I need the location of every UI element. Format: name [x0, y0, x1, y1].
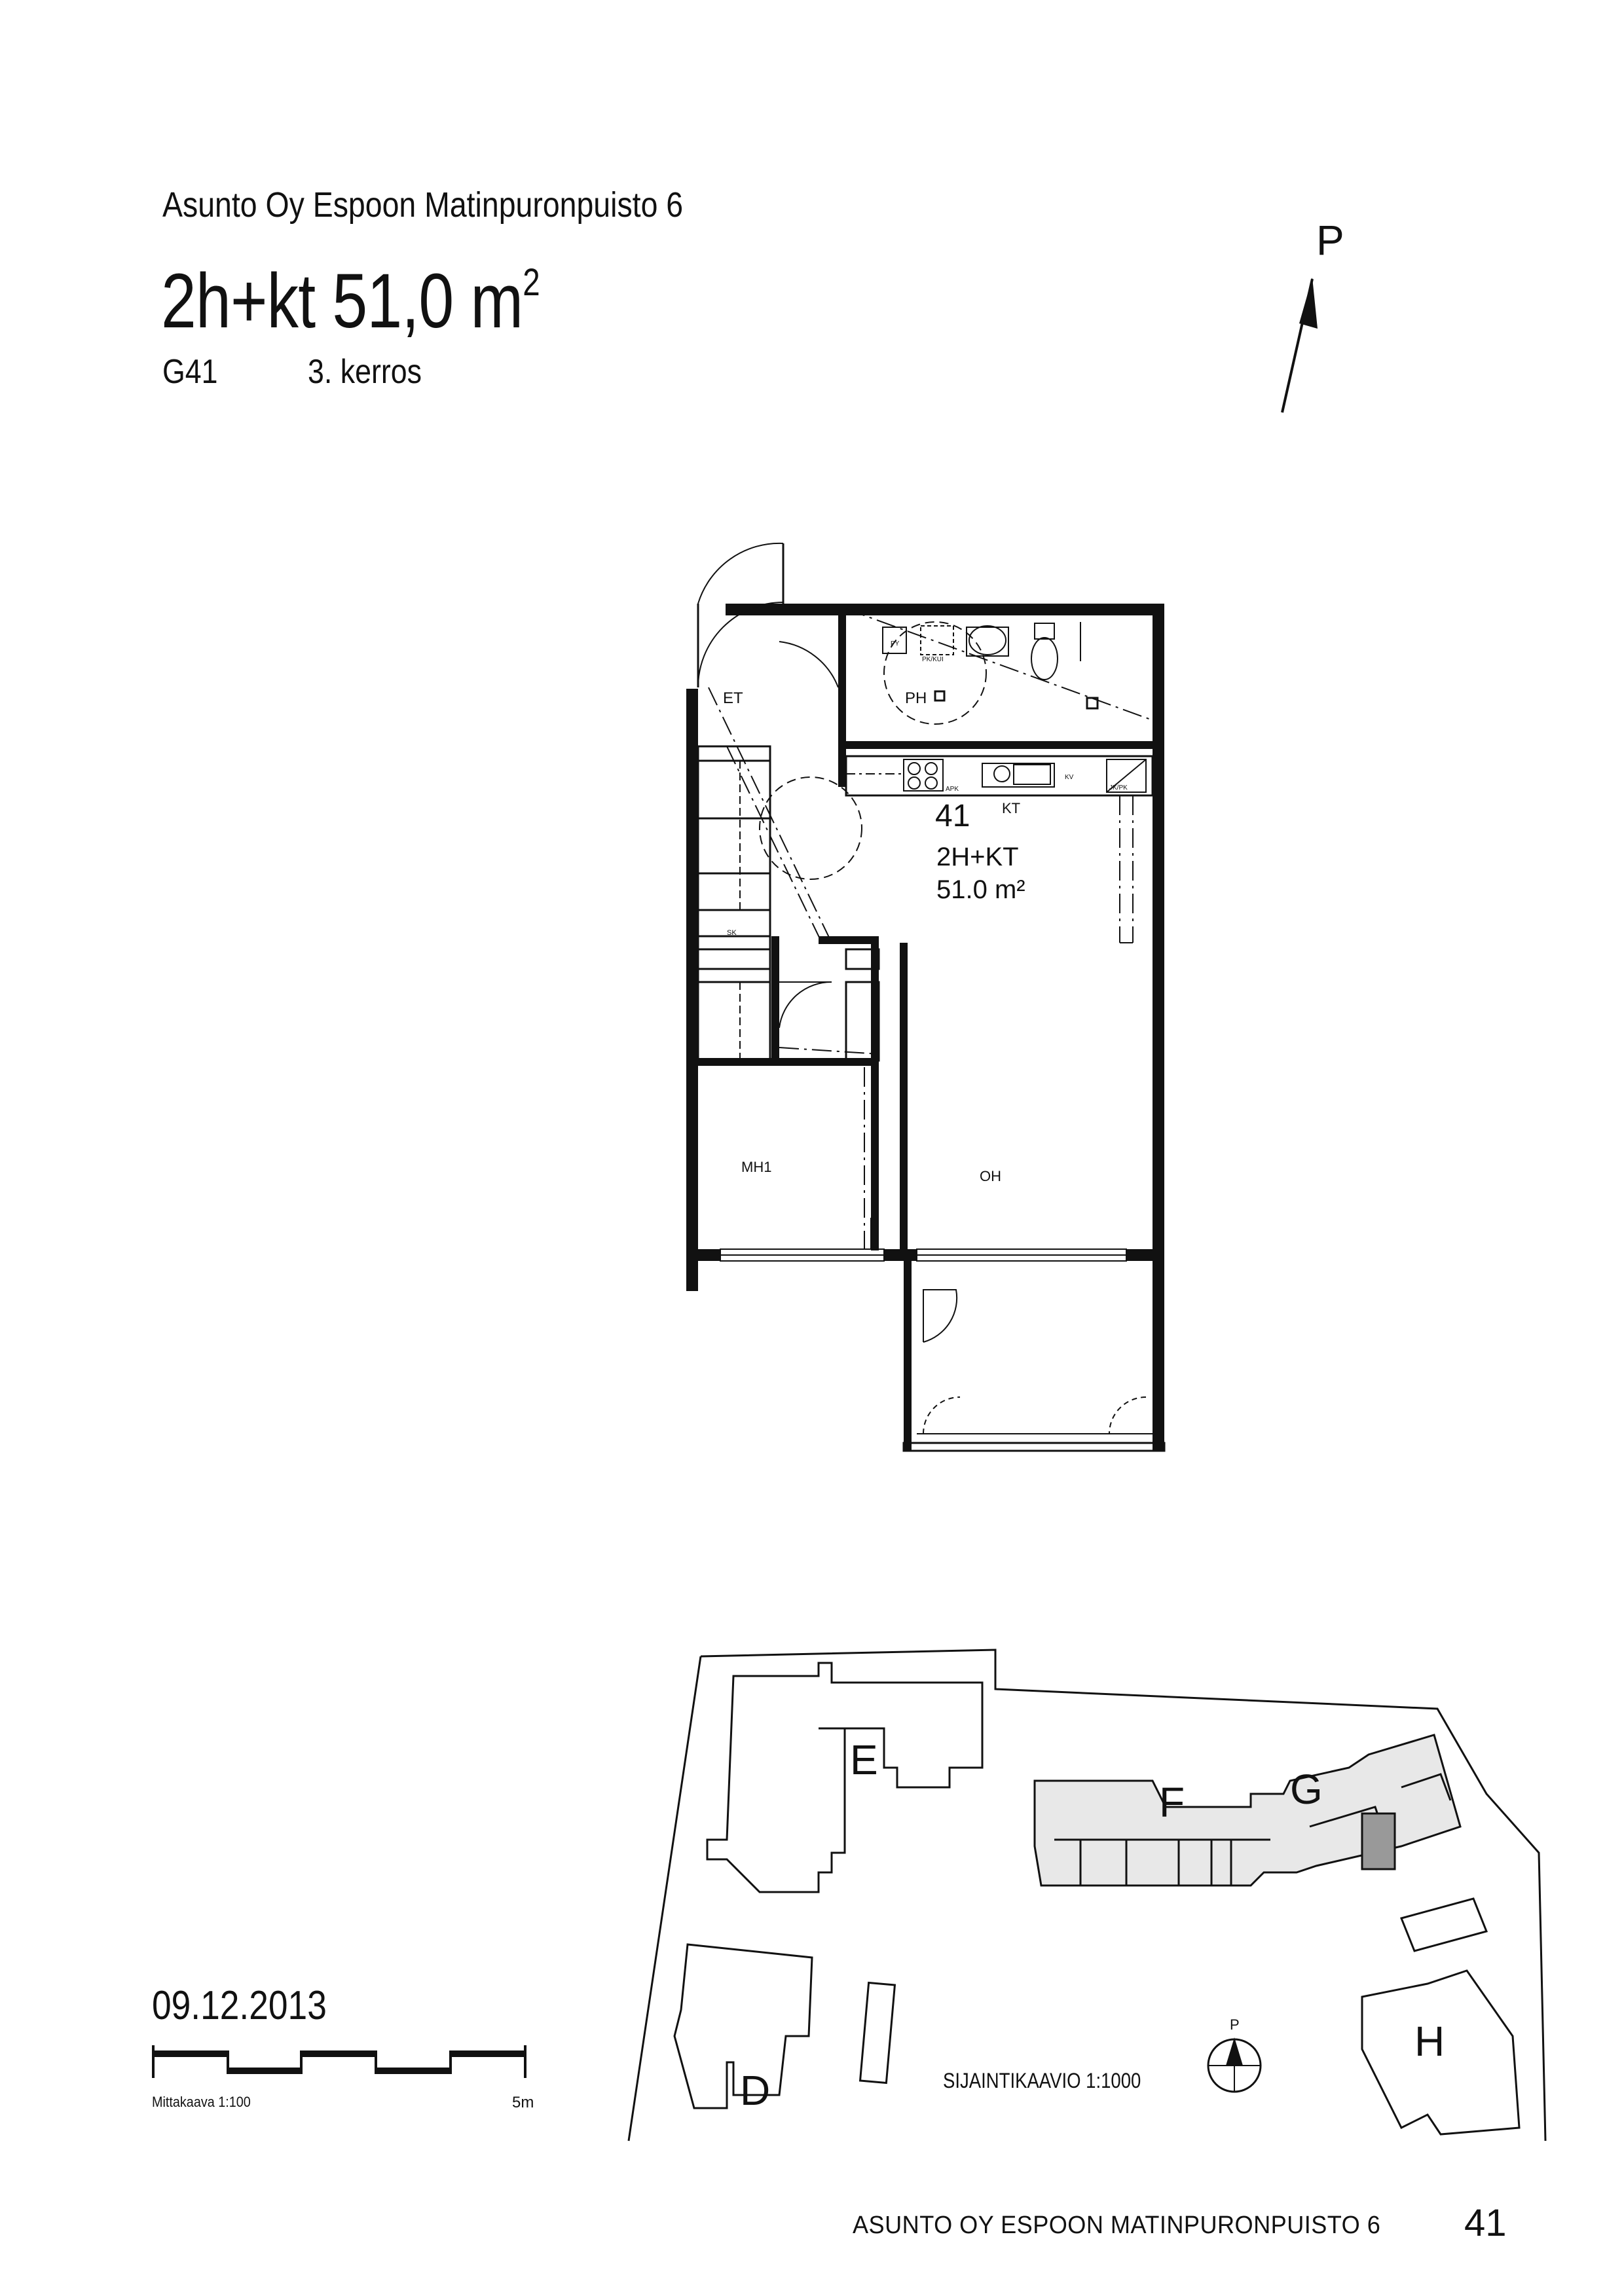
apartment-type-text: 2h+kt 51,0 m — [161, 258, 523, 344]
fixture-label-jk-pk: JK/PK — [1109, 784, 1128, 792]
apartment-type-title: 2h+kt 51,0 m2 — [161, 257, 540, 346]
room-label-bedroom: MH1 — [741, 1159, 771, 1175]
floor-plan: ET PH KT MH1 OH SK 41 2H+KT 51.0 m² PY P… — [686, 542, 1166, 1452]
building-label-h: H — [1414, 2018, 1445, 2065]
north-arrow-icon — [1281, 278, 1318, 413]
scale-end-label: 5m — [512, 2094, 534, 2111]
room-label-entrance: ET — [723, 689, 743, 707]
fixture-label-apk: APK — [946, 786, 959, 793]
footer-title: ASUNTO OY ESPOON MATINPURONPUISTO 6 — [853, 2212, 1381, 2239]
building-label-d: D — [740, 2067, 770, 2114]
scale-label: Mittakaava 1:100 — [152, 2094, 251, 2110]
company-name: Asunto Oy Espoon Matinpuronpuisto 6 — [162, 185, 684, 225]
fixture-label-kv: KV — [1065, 774, 1074, 781]
building-label-g: G — [1290, 1766, 1323, 1813]
apartment-type-superscript: 2 — [523, 261, 540, 304]
north-arrow-label: P — [1316, 217, 1344, 264]
page-number: 41 — [1464, 2202, 1507, 2244]
scale-bar — [152, 2045, 526, 2078]
plan-apartment-area: 51.0 m² — [936, 875, 1025, 904]
plan-apartment-type: 2H+KT — [936, 843, 1019, 871]
site-plan: P E F G H D — [627, 1649, 1547, 2141]
apartment-floor: 3. kerros — [308, 353, 422, 391]
apartment-number: 41 — [935, 799, 970, 833]
room-label-living: OH — [980, 1168, 1001, 1184]
drawing-date: 09.12.2013 — [152, 1983, 327, 2028]
room-label-bathroom: PH — [905, 689, 927, 707]
site-plan-label: SIJAINTIKAAVIO 1:1000 — [943, 2069, 1141, 2092]
fixture-label-py: PY — [891, 640, 900, 647]
room-label-closet: SK — [727, 929, 737, 937]
building-label-e: E — [850, 1736, 878, 1783]
building-label-f: F — [1159, 1779, 1185, 1826]
fixture-label-pk-kui: PK/KUI — [922, 656, 944, 663]
apartment-code: G41 — [162, 353, 218, 391]
site-north-label: P — [1230, 2016, 1240, 2033]
room-label-kitchen: KT — [1002, 800, 1020, 816]
